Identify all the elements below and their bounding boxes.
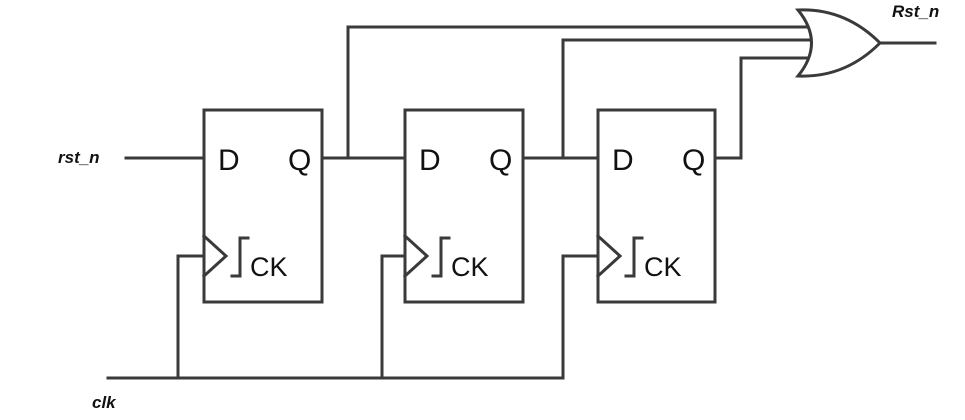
- clk-to-ff3-wire: [561, 254, 600, 380]
- or-gate: [794, 8, 883, 78]
- ff3-q-to-or-wire: [713, 56, 814, 160]
- flip-flop-1-q-pin: Q: [288, 144, 311, 177]
- flip-flop-3-d-pin: D: [612, 144, 634, 177]
- flip-flop-2-d-pin: D: [419, 144, 441, 177]
- clk-to-ff2-wire: [380, 254, 407, 380]
- flip-flop-1-clock-triangle: [201, 233, 229, 279]
- clk-label: clk: [92, 393, 117, 412]
- flip-flop-3-q-pin: Q: [682, 144, 705, 177]
- flip-flop-2-body: [403, 108, 525, 304]
- ff2-q-to-or-wire: [561, 38, 814, 160]
- ff1-q-to-or-wire: [346, 25, 814, 160]
- flip-flop-3-clock-triangle: [595, 233, 623, 279]
- rst-n-input-label: rst_n: [58, 148, 100, 167]
- flip-flop-1-ck-label: CK: [250, 252, 288, 282]
- flip-flop-1-edge-glyph: [230, 236, 250, 278]
- flip-flop-2-clock-triangle: [402, 233, 430, 279]
- flip-flop-1: D Q CK: [201, 108, 324, 304]
- flip-flop-2: D Q CK: [402, 108, 525, 304]
- rst-n-output-label: Rst_n: [892, 2, 939, 21]
- flip-flop-1-body: [202, 108, 324, 304]
- flip-flop-3-ck-label: CK: [644, 252, 682, 282]
- flip-flop-2-ck-label: CK: [451, 252, 489, 282]
- flip-flop-2-edge-glyph: [431, 236, 451, 278]
- flip-flop-3-body: [596, 108, 717, 304]
- flip-flop-3-edge-glyph: [624, 236, 644, 278]
- flip-flop-2-q-pin: Q: [489, 144, 512, 177]
- flip-flop-3: D Q CK: [595, 108, 717, 304]
- clk-to-ff1-wire: [176, 254, 206, 380]
- wires: [106, 25, 937, 380]
- flip-flop-1-d-pin: D: [218, 144, 240, 177]
